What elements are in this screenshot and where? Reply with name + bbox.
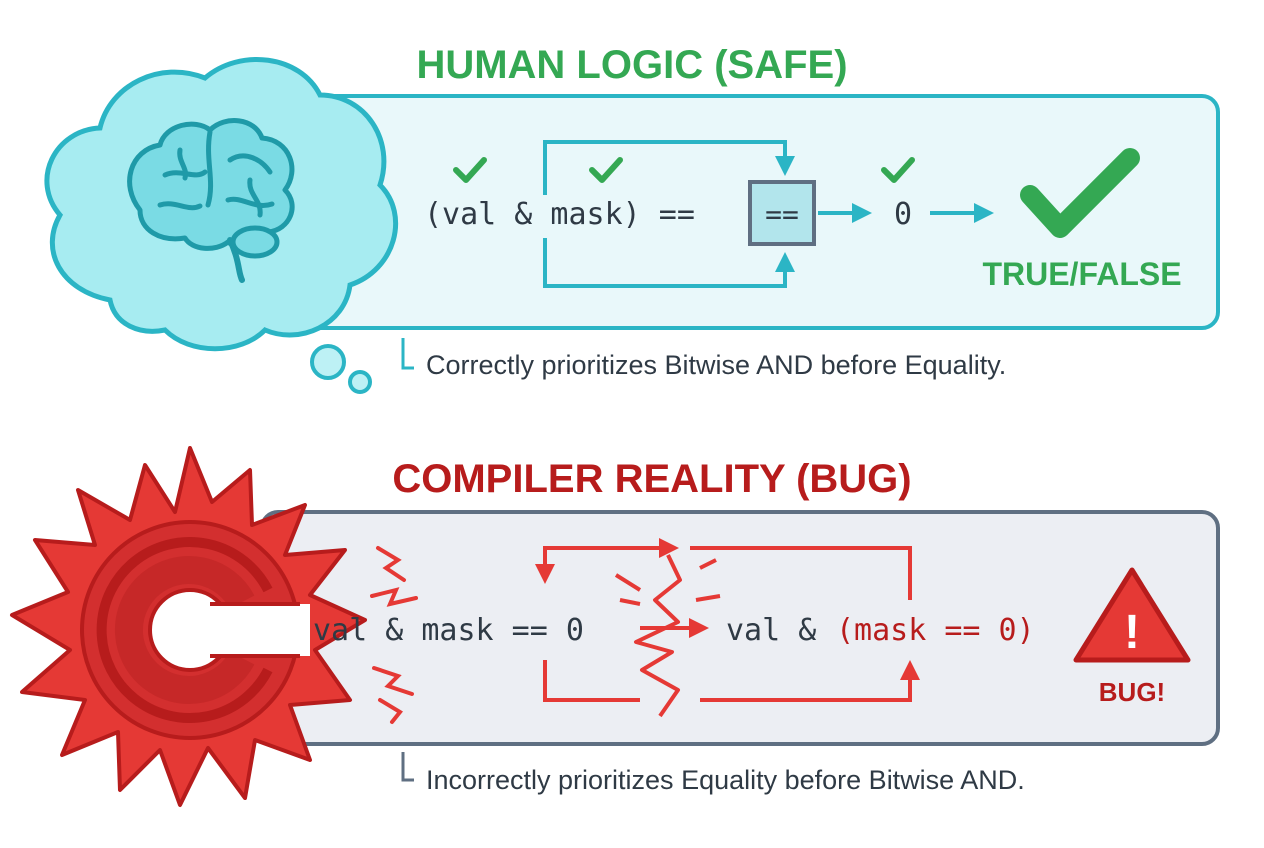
error-spark-icons	[370, 546, 418, 724]
safe-routing-arrows	[543, 140, 994, 288]
warning-triangle-icon: !	[1073, 567, 1191, 663]
safe-result-label: TRUE/FALSE	[982, 256, 1181, 292]
thought-bubble-small	[348, 370, 372, 394]
check-icon-1	[453, 157, 487, 183]
check-icon-2	[589, 157, 623, 183]
safe-zero: 0	[894, 197, 912, 232]
brain-thought-cloud-icon	[44, 57, 398, 394]
bug-caption: Incorrectly prioritizes Equality before …	[426, 765, 1025, 795]
warning-symbol: !	[1124, 606, 1140, 659]
bug-caption-connector	[401, 752, 414, 782]
bug-routing-arrows	[535, 538, 920, 702]
safe-code-expression: (val & mask) ==	[424, 197, 695, 232]
crack-icon	[614, 554, 721, 718]
safe-title: HUMAN LOGIC (SAFE)	[416, 43, 847, 87]
safe-caption-connector	[401, 338, 414, 370]
check-icon-3	[881, 157, 915, 183]
checkmark-icon	[1020, 148, 1140, 238]
bug-code-right-paren: (mask == 0)	[836, 613, 1035, 648]
operator-box	[748, 180, 816, 246]
bug-result-label: BUG!	[1099, 677, 1165, 707]
thought-bubble-large	[310, 344, 346, 380]
safe-section: HUMAN LOGIC (SAFE)	[44, 43, 1220, 394]
bug-code-right-prefix: val &	[726, 613, 816, 648]
safe-caption: Correctly prioritizes Bitwise AND before…	[426, 350, 1006, 380]
compiler-gear-icon	[10, 446, 367, 807]
bug-title: COMPILER REALITY (BUG)	[392, 457, 911, 501]
step-check-icons	[453, 157, 915, 183]
bug-code-left: val & mask == 0	[313, 613, 584, 648]
bug-section: COMPILER REALITY (BUG)	[10, 446, 1220, 807]
operator-box-label: ==	[765, 198, 799, 231]
brain-icon	[127, 118, 295, 283]
